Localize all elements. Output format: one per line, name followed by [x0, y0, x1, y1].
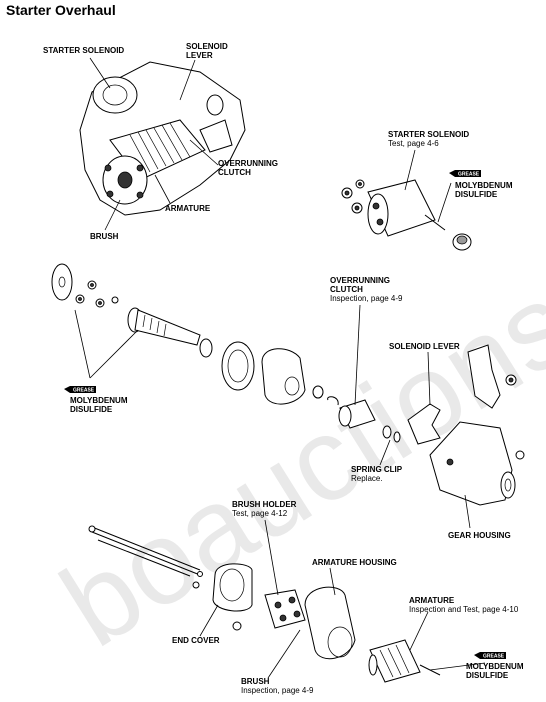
label-end-cover: END COVER: [172, 636, 220, 645]
gear-housing-part: [407, 344, 525, 506]
label-molybdenum-2: MOLYBDENUM DISULFIDE: [70, 396, 128, 414]
svg-text:GREASE: GREASE: [458, 172, 480, 178]
bottom-assembly: [88, 525, 441, 683]
grease-tube-icon: GREASE: [449, 170, 481, 178]
grease-tube-icon: GREASE: [64, 386, 96, 394]
label-spring-clip: SPRING CLIP Replace.: [351, 465, 403, 483]
label-starter-solenoid-top: STARTER SOLENOID: [43, 46, 125, 55]
label-gear-housing: GEAR HOUSING: [448, 531, 511, 540]
svg-text:GREASE: GREASE: [483, 654, 505, 660]
label-overrunning-clutch-top: OVERRUNNING CLUTCH: [218, 159, 279, 177]
label-armature-top: ARMATURE: [165, 204, 211, 213]
drive-shaft-assembly: [51, 263, 401, 443]
label-molybdenum-3: MOLYBDENUM DISULFIDE: [466, 662, 524, 680]
svg-text:GREASE: GREASE: [73, 388, 95, 394]
leader-lines: [74, 57, 486, 679]
label-brush-bottom: BRUSH Inspection, page 4-9: [241, 677, 314, 695]
label-armature-bottom: ARMATURE Inspection and Test, page 4-10: [409, 596, 519, 614]
label-armature-housing: ARMATURE HOUSING: [312, 558, 397, 567]
label-solenoid-lever-mid: SOLENOID LEVER: [389, 342, 460, 351]
starter-solenoid-part: [341, 179, 472, 251]
assembled-starter: [79, 61, 246, 216]
label-molybdenum-1: MOLYBDENUM DISULFIDE: [455, 181, 513, 199]
label-solenoid-lever-top: SOLENOID LEVER: [186, 42, 228, 60]
label-overrunning-clutch-mid: OVERRUNNING CLUTCH Inspection, page 4-9: [330, 276, 403, 303]
label-brush-top: BRUSH: [90, 232, 119, 241]
label-starter-solenoid-right: STARTER SOLENOID Test, page 4-6: [388, 130, 470, 148]
grease-tube-icon: GREASE: [474, 652, 506, 660]
page-title: Starter Overhaul: [6, 2, 116, 18]
label-brush-holder: BRUSH HOLDER Test, page 4-12: [232, 500, 297, 518]
